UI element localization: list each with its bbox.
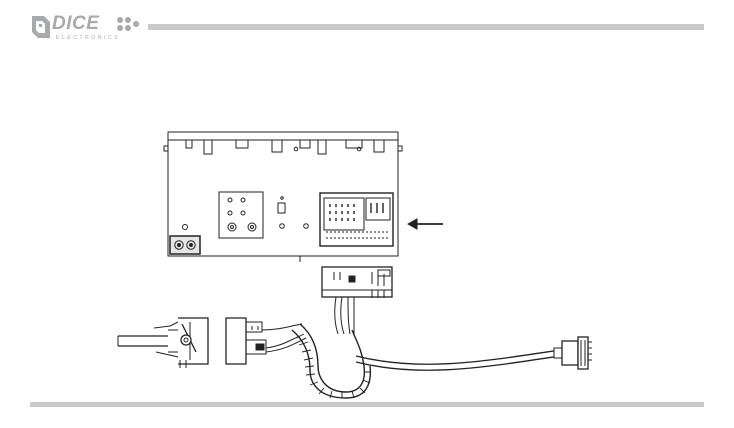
- footer-rule: [30, 402, 704, 407]
- right-plug: [554, 337, 592, 369]
- left-plug: [178, 318, 208, 368]
- adapter-cable: [118, 297, 592, 398]
- head-unit-rear-panel: [164, 132, 402, 262]
- installation-arrow: [408, 219, 443, 229]
- middle-plug: [226, 318, 306, 364]
- factory-harness-connector: [322, 267, 392, 298]
- aux-connector: [170, 236, 200, 254]
